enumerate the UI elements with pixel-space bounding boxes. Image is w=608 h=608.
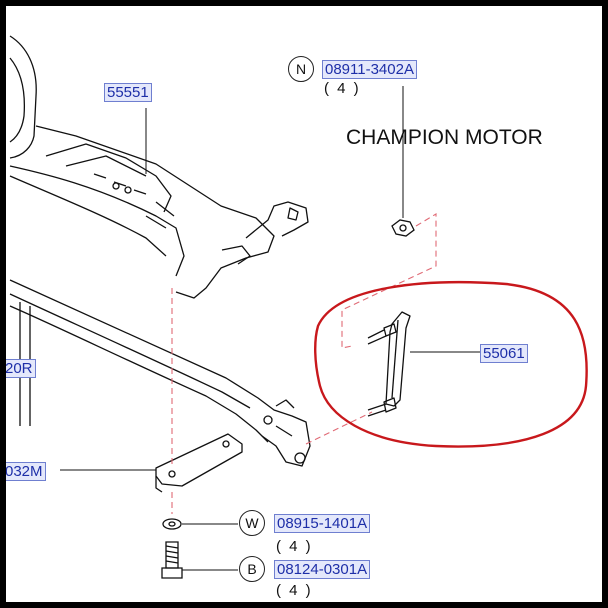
- qty-washer: ( 4 ): [276, 538, 313, 555]
- watermark-text: CHAMPION MOTOR: [346, 126, 543, 149]
- leader-lines: [10, 86, 480, 571]
- mounting-bracket: [155, 433, 243, 493]
- qty-bolt: ( 4 ): [276, 582, 313, 599]
- bolt-symbol-icon: B: [239, 556, 265, 582]
- parts-diagram: 55551 N 08911-3402A ( 4 ) CHAMPION MOTOR…: [6, 6, 602, 602]
- part-label-left-upper[interactable]: 20R: [6, 359, 36, 378]
- washer-symbol-icon: W: [239, 510, 265, 536]
- assembly-guides: [171, 213, 437, 514]
- nut-symbol-icon: N: [288, 56, 314, 82]
- part-label-left-lower[interactable]: 032M: [6, 462, 46, 481]
- diagram-drawing: [9, 35, 588, 579]
- qty-nut: ( 4 ): [324, 80, 361, 97]
- part-label-nut[interactable]: 08911-3402A: [322, 60, 417, 79]
- lower-arm: [9, 279, 311, 467]
- part-label-bolt[interactable]: 08124-0301A: [274, 560, 371, 579]
- part-label-crossmember[interactable]: 55551: [104, 83, 152, 102]
- part-label-stabilizer-link[interactable]: 55061: [480, 344, 528, 363]
- fasteners: [161, 219, 415, 579]
- part-label-washer[interactable]: 08915-1401A: [274, 514, 371, 533]
- rear-crossmember: [9, 35, 309, 299]
- stabilizer-link: [367, 311, 411, 417]
- highlight-ring: [314, 281, 588, 448]
